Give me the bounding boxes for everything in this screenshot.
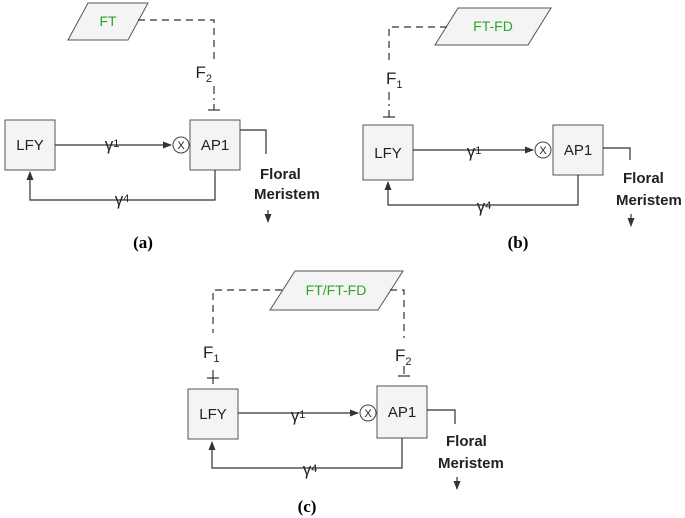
inhib-label-a: F2 [195, 63, 212, 85]
output-label-b-2: Meristem [616, 192, 682, 209]
gamma4-feedback-a [26, 170, 216, 201]
inhib-label-b: F1 [386, 69, 403, 91]
multiply-label-b: X [539, 145, 547, 157]
signal-path-a [138, 19, 215, 62]
output-label-c-1: Floral [446, 433, 487, 450]
output-line-a [240, 129, 267, 154]
lfy-label-a: LFY [16, 137, 44, 154]
panel-a: FT F2 LFY AP1 γ1 X γ4 Floral Meristem (a… [4, 2, 320, 252]
ap1-label-a: AP1 [201, 137, 229, 154]
signal-path-b [388, 26, 447, 65]
signal-path-c-left [212, 289, 282, 333]
multiply-node-c [359, 404, 377, 422]
signal-label-b: FT-FD [473, 18, 513, 34]
ap1-box-c [376, 385, 428, 439]
ap1-label-c: AP1 [388, 404, 416, 421]
multiply-node-a [172, 136, 190, 154]
output-label-a-2: Meristem [254, 186, 320, 203]
multiply-label-c: X [364, 408, 372, 420]
signal-label-c: FT/FT-FD [306, 282, 367, 298]
lfy-box-c [187, 388, 239, 440]
signal-shape-a [67, 2, 149, 41]
signal-shape-b [434, 7, 552, 46]
gamma4-label-a: γ4 [115, 190, 130, 209]
multiply-label-a: X [177, 140, 185, 152]
output-line-b [603, 147, 631, 160]
output-label-b-1: Floral [623, 170, 664, 187]
lfy-label-c: LFY [199, 406, 227, 423]
panel-b: FT-FD F1 LFY AP1 γ1 X γ4 Floral Meristem… [362, 7, 682, 252]
gamma1-label-a: γ1 [105, 135, 120, 154]
ap1-box-b [552, 124, 604, 176]
gamma4-label-c: γ4 [303, 460, 318, 479]
lfy-box-b [362, 124, 414, 181]
ap1-label-b: AP1 [564, 142, 592, 159]
inhib1-label-c: F1 [203, 343, 220, 365]
gamma1-label-c: γ1 [291, 406, 306, 425]
gamma4-feedback-c [208, 438, 403, 469]
output-label-a-1: Floral [260, 166, 301, 183]
multiply-node-b [534, 141, 552, 159]
caption-a: (a) [133, 233, 153, 252]
ap1-box-a [189, 119, 241, 171]
signal-label-a: FT [99, 13, 117, 29]
lfy-box-a [4, 119, 56, 171]
lfy-label-b: LFY [374, 145, 402, 162]
gamma1-label-b: γ1 [467, 142, 482, 161]
gamma4-label-b: γ4 [477, 197, 492, 216]
signal-shape-c [269, 270, 404, 311]
caption-b: (b) [508, 233, 529, 252]
caption-c: (c) [298, 497, 317, 516]
signal-path-c-right [390, 289, 405, 338]
gamma4-feedback-b [384, 175, 579, 206]
inhib2-label-c: F2 [395, 346, 412, 368]
output-line-c [427, 409, 456, 424]
output-label-c-2: Meristem [438, 455, 504, 472]
panel-c: FT/FT-FD F1 F2 LFY AP1 γ1 X γ4 Floral Me… [187, 270, 504, 516]
